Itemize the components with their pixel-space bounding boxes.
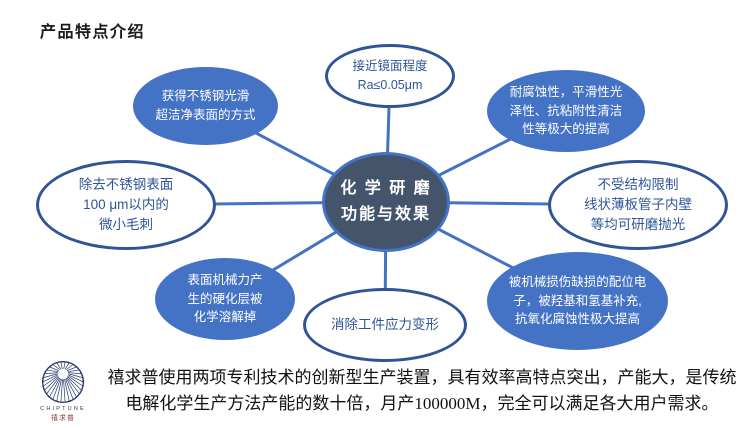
node-center-line: 化 学 研 磨 xyxy=(340,179,432,197)
node-line: Ra≤0.05μm xyxy=(357,78,423,92)
node-line: 被机械损伤缺损的配位电 xyxy=(508,274,647,289)
node-line: 表面机械力产 xyxy=(187,272,263,287)
node-line: 线状薄板管子内壁 xyxy=(584,196,692,212)
node-bottom-center: 消除工件应力变形 xyxy=(303,288,467,362)
node-line: 耐腐蚀性，平滑性光 xyxy=(509,84,623,99)
logo-name-en: CHIPTUNE xyxy=(40,406,86,412)
node-line: 接近镜面程度 xyxy=(352,59,428,74)
node-line: 超洁净表面的方式 xyxy=(155,108,256,122)
company-logo-icon xyxy=(41,360,85,404)
node-center-line: 功能与效果 xyxy=(340,206,431,223)
node-line: 泽性、抗粘附性清洁 xyxy=(509,103,623,118)
node-left: 除去不锈钢表面 100 μm以内的 微小毛刺 xyxy=(36,160,216,250)
node-top-right: 耐腐蚀性，平滑性光 泽性、抗粘附性清洁 性等极大的提高 xyxy=(487,70,645,152)
company-logo: CHIPTUNE 禧求普 xyxy=(34,359,92,423)
node-line: 获得不锈钢光滑 xyxy=(161,89,250,104)
node-line: 消除工件应力变形 xyxy=(331,316,439,332)
footer-description: 禧求普使用两项专利技术的创新型生产装置，具有效率高特点突出，产能大，是传统 电解… xyxy=(100,365,744,417)
node-line: 化学溶解掉 xyxy=(193,310,257,325)
node-bottom-left: 表面机械力产 生的硬化层被 化学溶解掉 xyxy=(155,258,295,340)
node-line: 生的硬化层被 xyxy=(187,291,263,306)
node-line: 子，被羟基和氢基补充, xyxy=(513,293,642,308)
node-center: 化 学 研 磨 功能与效果 xyxy=(322,152,450,252)
footer-line-1: 禧求普使用两项专利技术的创新型生产装置，具有效率高特点突出，产能大，是传统 xyxy=(107,368,737,387)
node-line: 100 μm以内的 xyxy=(83,196,169,212)
node-top-left: 获得不锈钢光滑 超洁净表面的方式 xyxy=(133,67,278,145)
logo-name-cn: 禧求普 xyxy=(51,415,75,422)
node-line: 除去不锈钢表面 xyxy=(78,176,174,192)
node-top-center: 接近镜面程度 Ra≤0.05μm xyxy=(325,44,455,108)
node-line: 微小毛刺 xyxy=(99,217,153,233)
node-bottom-right: 被机械损伤缺损的配位电 子，被羟基和氢基补充, 抗氧化腐蚀性极大提高 xyxy=(487,252,668,350)
node-line: 性等极大的提高 xyxy=(522,122,610,137)
node-line: 不受结构限制 xyxy=(597,176,679,192)
node-line: 等均可研磨抛光 xyxy=(590,217,686,233)
node-right: 不受结构限制 线状薄板管子内壁 等均可研磨抛光 xyxy=(548,160,728,250)
node-line: 抗氧化腐蚀性极大提高 xyxy=(514,312,640,327)
footer-line-2: 电解化学生产方法产能的数十倍，月产100000M，完全可以满足各大用户需求。 xyxy=(125,394,719,413)
page-title: 产品特点介绍 xyxy=(40,24,146,41)
footer: CHIPTUNE 禧求普 禧求普使用两项专利技术的创新型生产装置，具有效率高特点… xyxy=(34,358,744,424)
